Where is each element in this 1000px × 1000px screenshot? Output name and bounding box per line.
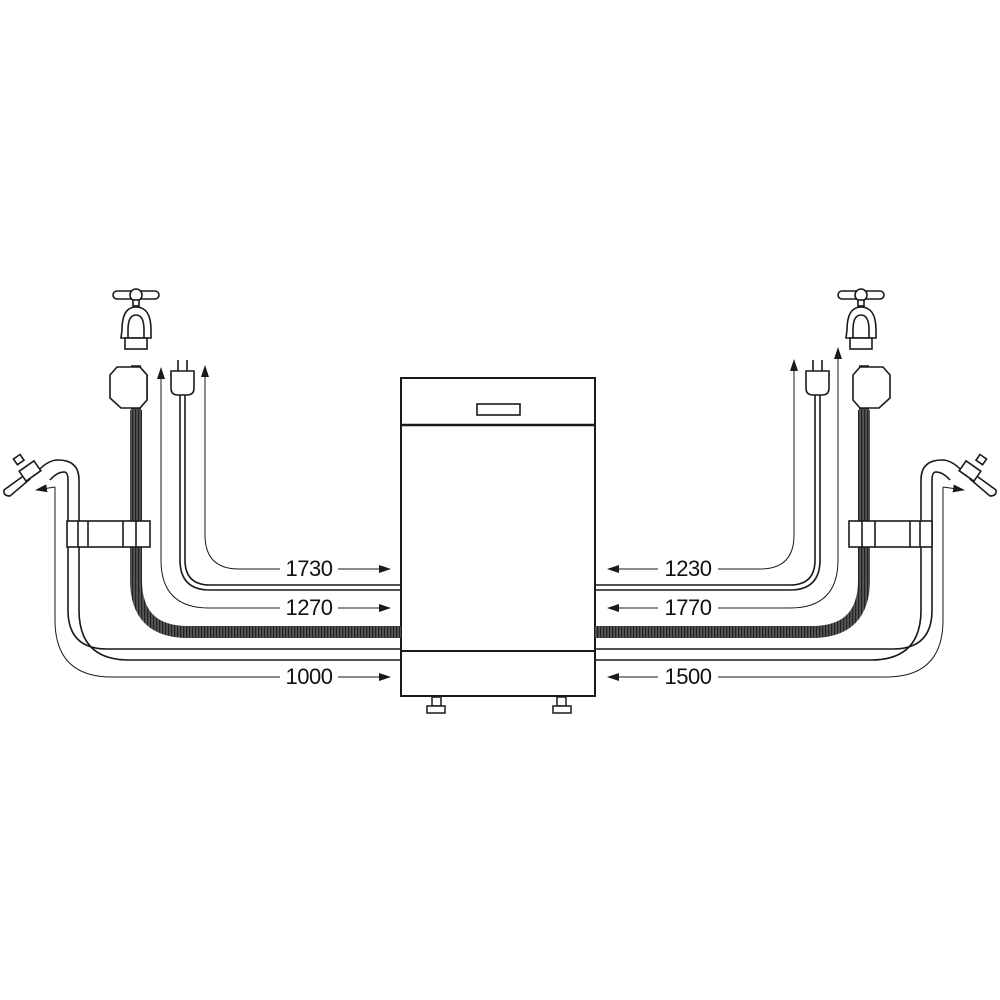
foot-left — [431, 696, 442, 707]
hose-clamp-left — [66, 520, 151, 548]
inlet-valve-left — [109, 366, 148, 409]
power-cord-outer — [179, 395, 401, 591]
inlet-hose — [130, 410, 401, 638]
inlet-dim-line — [160, 370, 280, 609]
power-dim-line — [204, 375, 280, 570]
dim-label-left-inlet: 1270 — [281, 596, 337, 620]
dim-label-left-drain: 1000 — [281, 665, 337, 689]
power-cord-inner — [595, 395, 816, 586]
dishwasher-outline — [400, 377, 596, 697]
hose-clamp-right — [848, 520, 933, 548]
drain-dim-line — [54, 487, 280, 678]
inlet-valve-right — [852, 366, 891, 409]
dim-label-right-power: 1230 — [660, 557, 716, 581]
drain-spout-right — [958, 453, 997, 497]
drain-hose-inner — [49, 471, 401, 650]
power-dim-line — [718, 375, 795, 570]
drain-hose-outer — [37, 459, 401, 661]
power-plug-right — [805, 360, 830, 396]
water-tap-left — [112, 288, 160, 350]
dishwasher-body — [400, 377, 596, 714]
display-panel — [476, 403, 521, 416]
drain-hose-outer — [595, 459, 963, 661]
power-cord-outer — [595, 395, 821, 591]
water-tap-right — [837, 288, 885, 350]
right-connections — [595, 347, 965, 681]
inlet-hose — [595, 410, 870, 638]
foot-right — [556, 696, 567, 707]
drain-hose-inner — [595, 471, 951, 650]
power-plug-left — [170, 360, 195, 396]
dim-label-right-inlet: 1770 — [660, 596, 716, 620]
inlet-dim-line — [718, 370, 839, 609]
drain-dim-line — [718, 487, 944, 678]
dim-label-left-power: 1730 — [281, 557, 337, 581]
dim-label-right-drain: 1500 — [660, 665, 716, 689]
power-cord-inner — [184, 395, 401, 586]
drain-spout-left — [3, 453, 42, 497]
